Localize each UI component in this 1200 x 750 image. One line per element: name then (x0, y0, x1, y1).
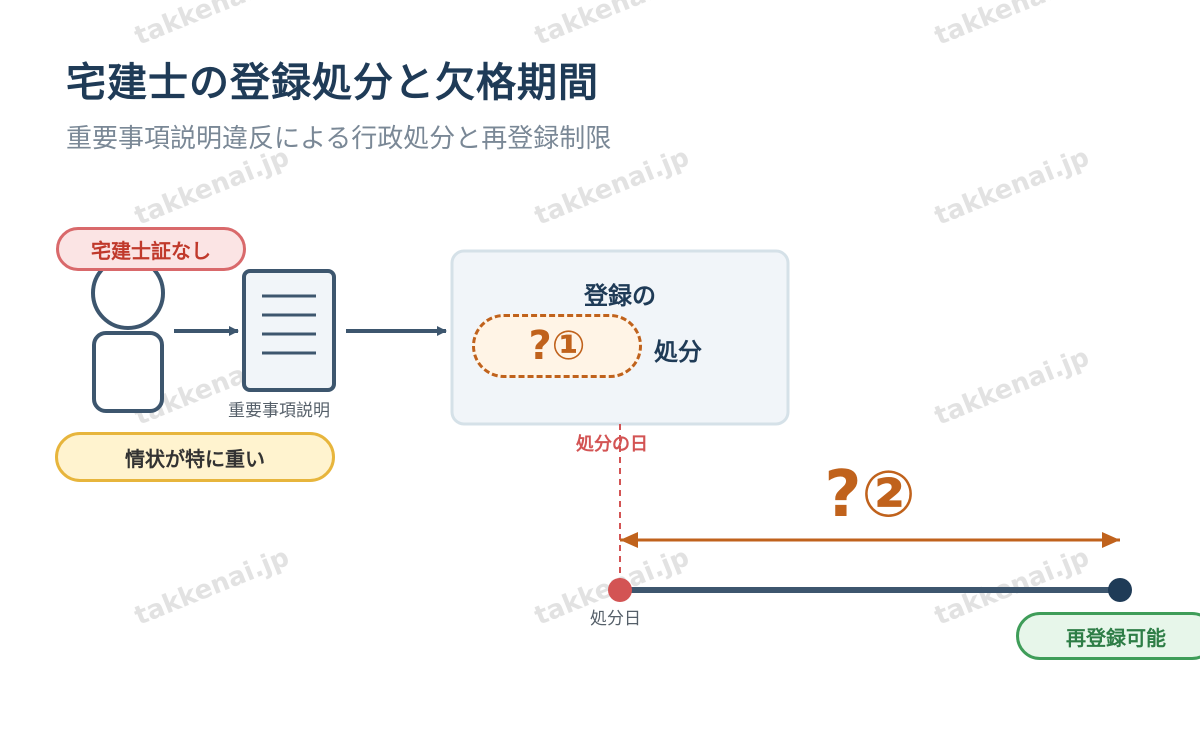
disposition-box-suffix: 処分 (654, 338, 702, 366)
disposition-box-title: 登録の (584, 282, 656, 310)
period-span (620, 532, 1120, 548)
timeline-start-dot (608, 578, 632, 602)
document-label: 重要事項説明 (228, 401, 330, 421)
timeline-end-dot (1108, 578, 1132, 602)
blank-2-label: ?② (824, 458, 916, 532)
blank-1-badge: ?① (472, 314, 642, 378)
no-license-badge: 宅建士証なし (56, 227, 246, 271)
serious-circumstances-badge: 情状が特に重い (55, 432, 335, 482)
person-icon (91, 256, 165, 413)
page-subtitle: 重要事項説明違反による行政処分と再登録制限 (66, 124, 612, 154)
disposition-date-label: 処分の日 (576, 434, 648, 455)
timeline-start-label: 処分日 (590, 609, 641, 629)
document-icon (242, 269, 336, 392)
page-title: 宅建士の登録処分と欠格期間 (66, 60, 599, 106)
re-registration-badge: 再登録可能 (1016, 612, 1200, 660)
